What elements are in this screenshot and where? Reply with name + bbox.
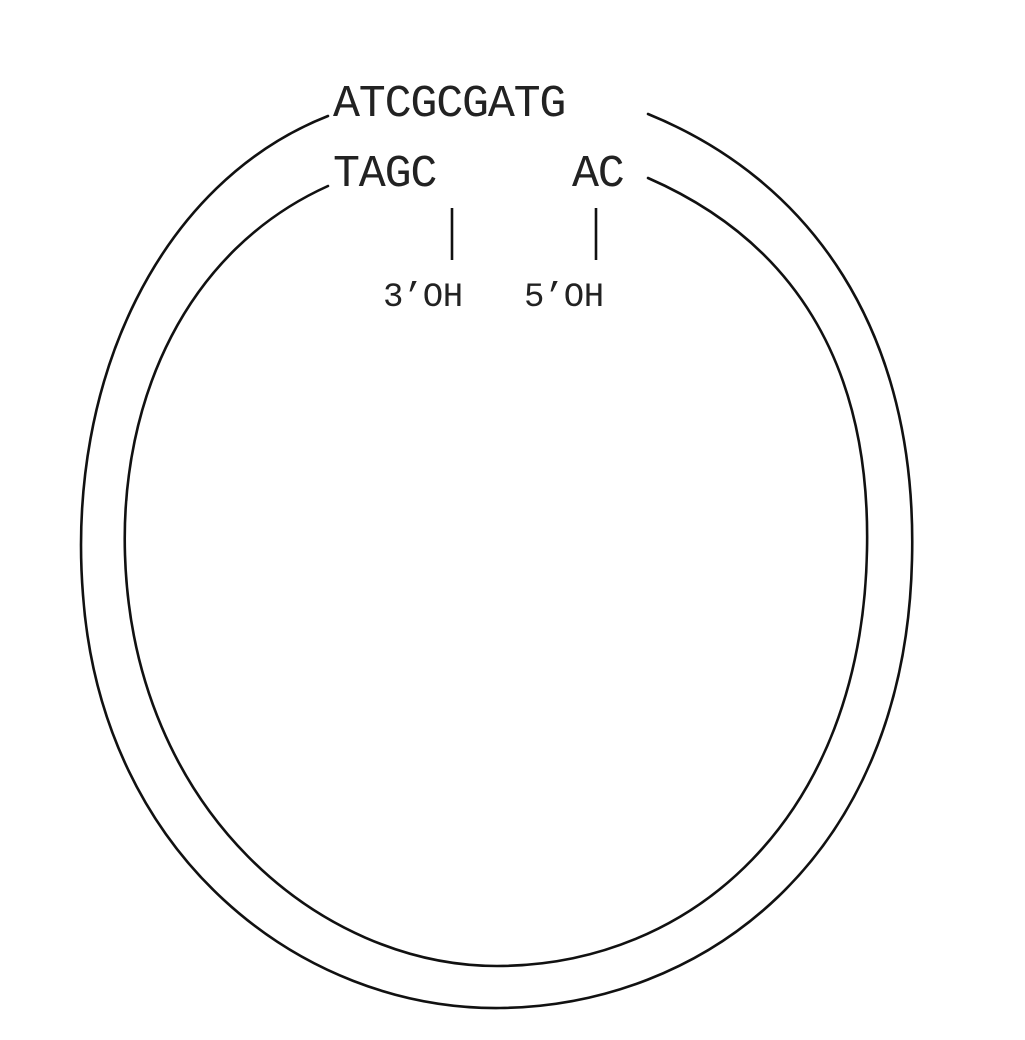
inner-strand-arc — [123, 176, 869, 968]
outer-strand-arc — [79, 112, 914, 1010]
inner-strand-right-fragment: AC — [572, 149, 624, 200]
right-end-label: 5’OH — [524, 279, 604, 317]
left-end-label: 3’OH — [383, 279, 463, 317]
inner-strand-left-fragment: TAGC — [333, 149, 436, 200]
outer-strand-sequence: ATCGCGATG — [333, 79, 565, 130]
